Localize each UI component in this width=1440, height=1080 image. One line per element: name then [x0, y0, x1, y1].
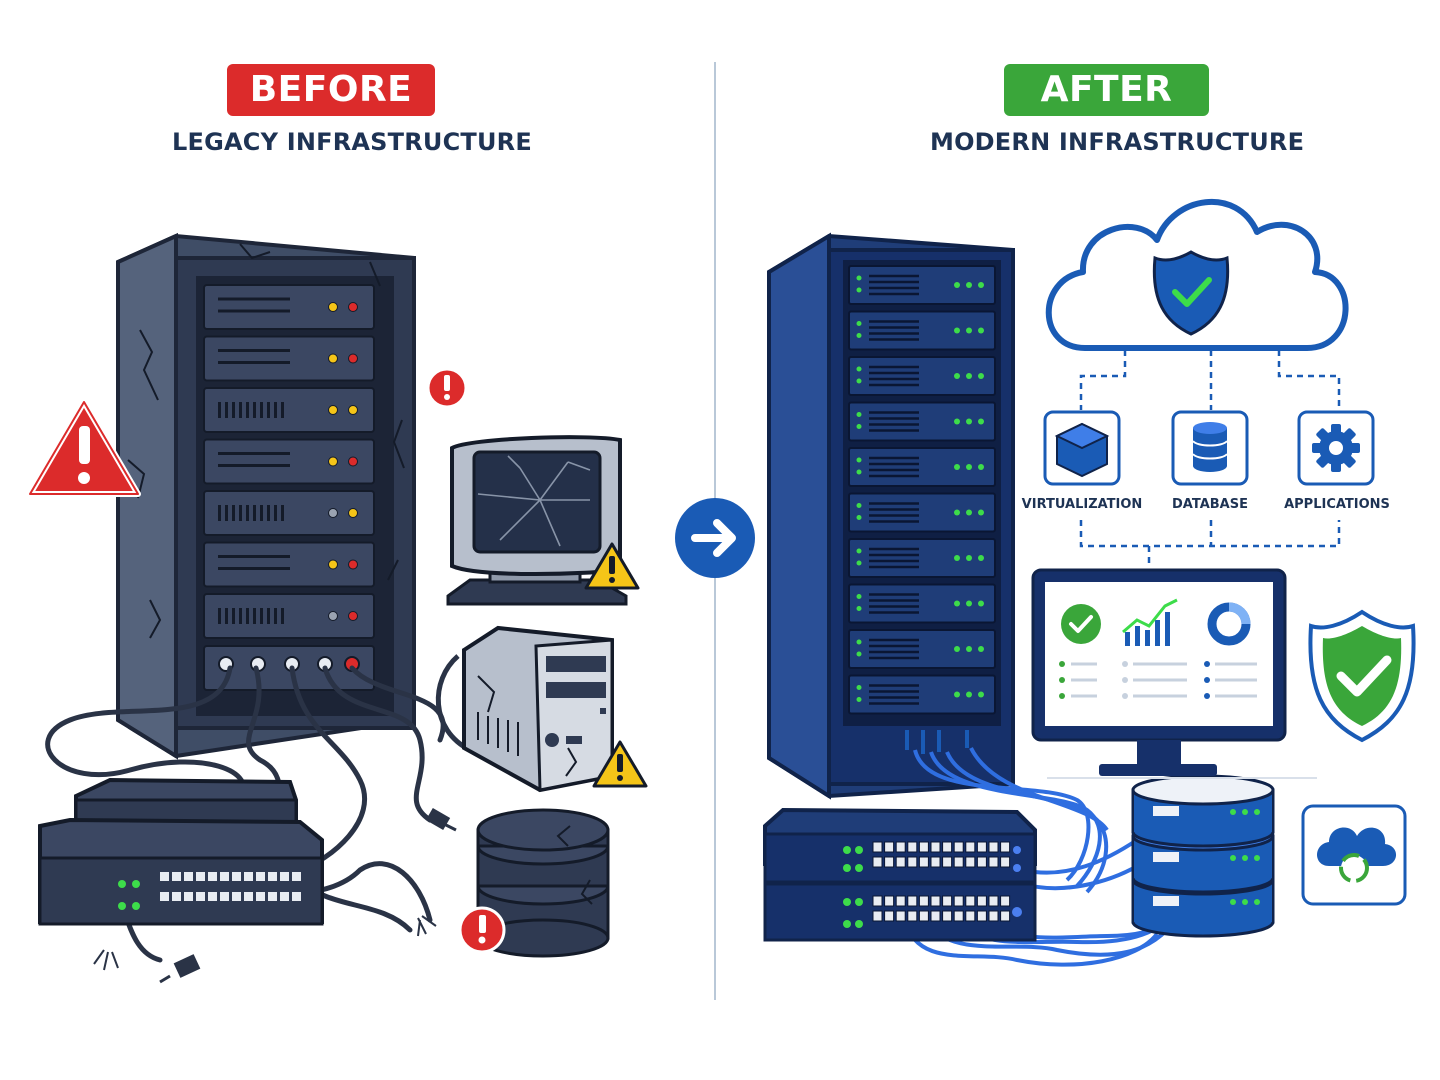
service-label-database: DATABASE [1172, 497, 1248, 512]
modern-server-unit [848, 583, 996, 624]
broken-crt-monitor [446, 435, 628, 606]
legacy-database-disks [476, 808, 610, 958]
warning-triangle-icon-tower [592, 740, 648, 788]
exclamation-circle-icon-database [458, 906, 506, 954]
transition-arrow [675, 498, 755, 578]
legacy-server-unit [203, 438, 375, 485]
modern-server-unit [848, 447, 996, 487]
security-shield-icon [1308, 609, 1416, 743]
after-badge: AFTER [1004, 64, 1209, 116]
legacy-infrastructure-illustration [27, 232, 648, 984]
legacy-server-unit [203, 387, 375, 433]
modern-infrastructure-illustration [763, 198, 1416, 967]
dashboard-donut-icon [1207, 602, 1251, 646]
cloud-service-connectors [1079, 350, 1341, 566]
legacy-network-switch-bottom [38, 817, 324, 926]
before-badge: BEFORE [227, 64, 435, 116]
dashboard-bar-chart-icon [1122, 598, 1178, 646]
storage-disk [1131, 774, 1275, 848]
modern-server-unit [848, 674, 996, 715]
cube-icon [1054, 422, 1110, 478]
after-subtitle: MODERN INFRASTRUCTURE [930, 128, 1305, 156]
modern-server-unit [848, 401, 996, 442]
service-label-virtualization: VIRTUALIZATION [1021, 497, 1143, 512]
service-box-applications [1297, 410, 1375, 486]
cloud-sync-icon [1317, 827, 1397, 883]
before-subtitle: LEGACY INFRASTRUCTURE [172, 128, 532, 156]
before-panel: BEFORE LEGACY INFRASTRUCTURE [0, 0, 715, 1080]
modern-storage-stack [1131, 774, 1275, 938]
modern-network-switch-bottom [763, 882, 1037, 942]
modern-server-unit [848, 629, 996, 669]
modern-server-rack [767, 232, 1015, 800]
gear-icon [1312, 424, 1360, 472]
after-panel: AFTER MODERN INFRASTRUCTURE [717, 0, 1440, 1080]
monitoring-dashboard-monitor [1031, 568, 1317, 779]
service-label-applications: APPLICATIONS [1284, 497, 1390, 512]
legacy-server-unit [203, 541, 375, 588]
old-desktop-tower [435, 625, 614, 793]
cloud-security-shield-icon [1152, 250, 1230, 336]
dashboard-check-icon [1061, 604, 1101, 644]
legacy-server-unit [203, 490, 375, 536]
modern-network-switch-top [763, 807, 1037, 884]
arrow-right-icon [691, 519, 736, 557]
service-box-database [1171, 410, 1249, 486]
modern-server-unit [848, 310, 996, 351]
modern-server-unit [848, 492, 996, 533]
modern-server-units [848, 265, 996, 715]
large-warning-triangle-icon [27, 399, 141, 497]
cable-plugs [93, 807, 457, 984]
legacy-server-unit [203, 593, 375, 639]
modern-server-unit [848, 538, 996, 578]
legacy-server-unit [203, 284, 375, 330]
warning-triangle-icon-monitor [584, 542, 640, 590]
legacy-server-unit [203, 335, 375, 382]
service-box-virtualization [1043, 410, 1121, 486]
modern-server-unit [848, 356, 996, 396]
cloud-sync-box [1301, 804, 1407, 906]
database-icon [1192, 422, 1228, 472]
exclamation-circle-icon-rack [426, 367, 468, 409]
dashboard-status-lines [1059, 661, 1257, 699]
modern-server-unit [848, 265, 996, 305]
